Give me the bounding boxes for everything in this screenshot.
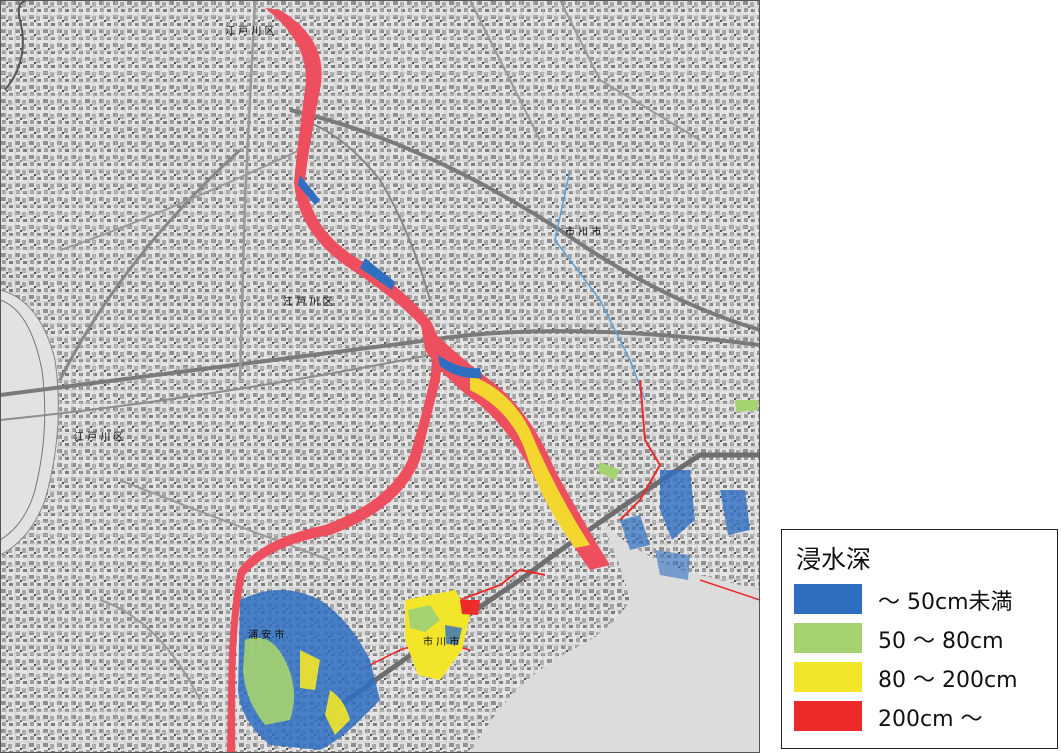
legend-label: 80 ～ 200cm (878, 668, 1018, 693)
legend-item-over-200cm: 200cm ～ (794, 700, 1056, 734)
label-edogawa-ku-west: 江 戸 川 区 (74, 431, 124, 443)
label-edogawa-ku-mid: 江 戸 川 区 (283, 296, 333, 308)
flood-map: 江 戸 川 区 江 戸 川 区 江 戸 川 区 浦 安 市 市 川 市 市 川 … (0, 0, 760, 753)
legend-swatch-blue (794, 584, 862, 614)
legend-item-80-200cm: 80 ～ 200cm (794, 661, 1056, 695)
label-urayasu-shi: 浦 安 市 (248, 628, 284, 641)
legend-label: 200cm ～ (878, 707, 983, 732)
legend-swatch-yellow (794, 662, 862, 692)
label-ichikawa-shi-east: 市 川 市 (565, 225, 601, 238)
legend-item-under-50cm: ～ 50cm未満 (794, 583, 1056, 617)
legend-label: 50 ～ 80cm (878, 629, 1004, 654)
label-ichikawa-shi: 市 川 市 (423, 635, 459, 648)
legend-item-50-80cm: 50 ～ 80cm (794, 622, 1056, 656)
arakawa-river (0, 289, 59, 556)
flood-depth-legend: 浸水深 ～ 50cm未満 50 ～ 80cm 80 ～ 200cm 200cm … (781, 529, 1058, 749)
legend-label: ～ 50cm未満 (878, 590, 1013, 615)
legend-swatch-green (794, 623, 862, 653)
label-edogawa-ku-north: 江 戸 川 区 (225, 25, 275, 37)
legend-swatch-red (794, 701, 862, 731)
legend-title: 浸水深 (796, 545, 872, 574)
